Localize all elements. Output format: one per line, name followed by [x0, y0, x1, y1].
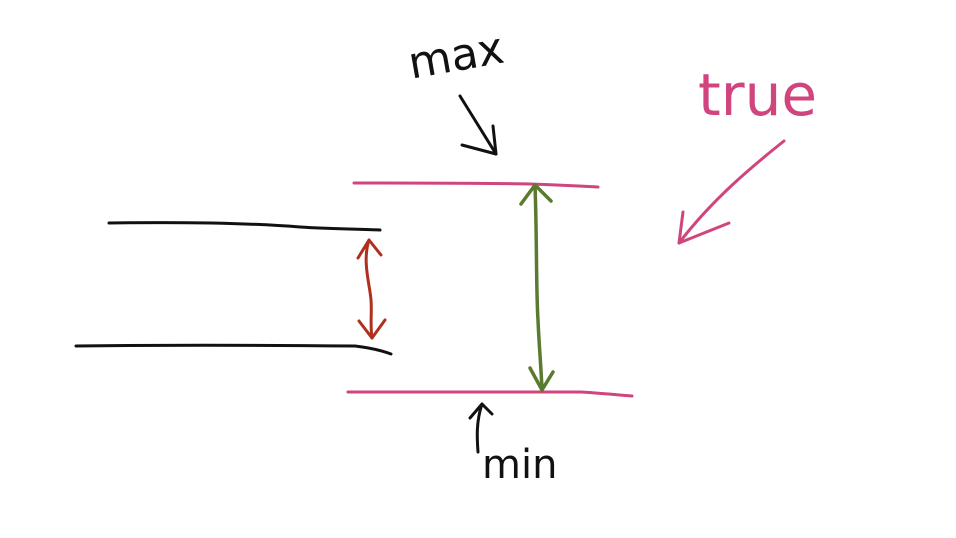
- max-label: max: [404, 23, 507, 90]
- max-arrowhead: [460, 124, 498, 156]
- estimate-arrowhead-top: [356, 238, 383, 260]
- estimate-arrowhead-bottom: [357, 318, 387, 340]
- true-arrowhead-bottom: [528, 366, 555, 392]
- true-arrow: [677, 139, 786, 245]
- true-label: true: [698, 61, 817, 129]
- true-range-double-arrow: [533, 183, 544, 392]
- true-arrowhead: [677, 210, 731, 245]
- estimate-upper-line: [107, 221, 382, 232]
- min-arrow: [475, 402, 484, 454]
- true-max-line: [352, 181, 600, 189]
- min-arrowhead: [468, 402, 494, 420]
- true-arrowhead-top: [519, 183, 553, 206]
- estimate-lower-line: [74, 343, 393, 356]
- true-min-line: [346, 390, 634, 398]
- max-arrow: [458, 94, 498, 156]
- min-label: min: [482, 442, 557, 488]
- estimate-range-double-arrow: [364, 238, 374, 340]
